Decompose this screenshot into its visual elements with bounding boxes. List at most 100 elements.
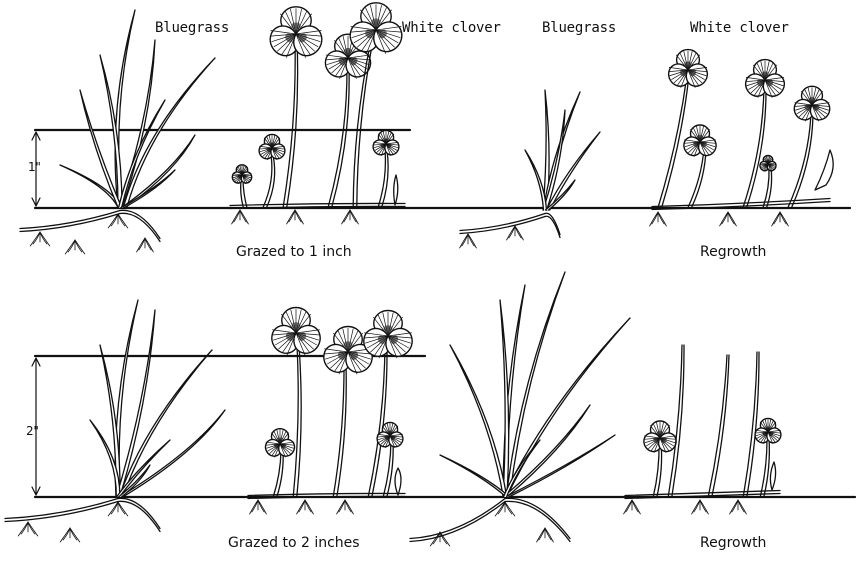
grass-blade bbox=[119, 350, 212, 497]
root bbox=[652, 212, 658, 224]
root bbox=[63, 528, 70, 540]
root bbox=[40, 232, 50, 246]
root bbox=[720, 212, 728, 226]
root bbox=[118, 502, 128, 516]
root bbox=[515, 226, 523, 240]
clover-leaf bbox=[256, 134, 287, 161]
clover-stalk bbox=[333, 365, 344, 497]
root bbox=[287, 210, 295, 224]
clover-bud bbox=[395, 468, 401, 495]
leaflet-shade bbox=[344, 48, 352, 54]
root bbox=[738, 500, 746, 514]
root bbox=[700, 500, 708, 514]
measure-label-1-inch: 1" bbox=[28, 160, 41, 174]
root bbox=[507, 226, 515, 240]
label-bluegrass-top-right: Bluegrass bbox=[542, 20, 616, 36]
root bbox=[137, 238, 145, 252]
grass-blade bbox=[506, 272, 565, 497]
root bbox=[509, 226, 515, 238]
grass-blade bbox=[123, 58, 215, 208]
clover-stalk bbox=[743, 85, 764, 207]
clover-stolon bbox=[248, 493, 405, 495]
root bbox=[626, 500, 632, 512]
clover-stalk bbox=[658, 75, 687, 207]
clover-new-leaf bbox=[815, 150, 833, 190]
bluegrass-rhizome bbox=[118, 501, 160, 531]
root bbox=[68, 240, 75, 252]
clover-leaf bbox=[681, 125, 720, 159]
root bbox=[305, 500, 313, 514]
root bbox=[258, 500, 266, 514]
root bbox=[65, 240, 75, 254]
leaflet-shade bbox=[292, 322, 301, 329]
caption-grazed-1-inch: Grazed to 1 inch bbox=[236, 244, 352, 260]
root bbox=[232, 210, 240, 224]
root bbox=[539, 528, 545, 540]
root bbox=[297, 500, 305, 514]
root bbox=[342, 210, 350, 224]
root bbox=[728, 212, 736, 226]
bluegrass-rhizome bbox=[410, 499, 505, 539]
root bbox=[505, 502, 515, 516]
root bbox=[18, 522, 28, 536]
clover-stalk bbox=[293, 345, 298, 497]
clover-bud bbox=[770, 462, 775, 490]
root bbox=[345, 500, 353, 514]
grass-blade bbox=[525, 150, 547, 210]
root bbox=[30, 232, 40, 246]
clover-stalk bbox=[287, 40, 298, 207]
label-white-clover-top-right: White clover bbox=[690, 20, 789, 36]
root bbox=[295, 210, 303, 224]
root bbox=[21, 522, 28, 534]
leaflet-shade bbox=[371, 18, 381, 25]
root bbox=[780, 212, 788, 226]
root bbox=[145, 238, 153, 252]
leaflet-shade bbox=[809, 97, 816, 102]
root bbox=[694, 500, 700, 512]
clover-stalk bbox=[383, 440, 391, 497]
root bbox=[460, 234, 468, 248]
root bbox=[75, 240, 85, 254]
leaflet-shade bbox=[344, 341, 353, 348]
caption-regrowth-top: Regrowth bbox=[700, 244, 766, 260]
root bbox=[774, 212, 780, 224]
root bbox=[339, 500, 345, 512]
clover-leaf-small bbox=[230, 165, 253, 185]
leaflet-shade bbox=[384, 325, 393, 332]
root bbox=[28, 522, 38, 536]
root bbox=[772, 212, 780, 226]
root bbox=[350, 210, 358, 224]
caption-regrowth-bottom: Regrowth bbox=[700, 535, 766, 551]
root bbox=[33, 232, 40, 244]
root bbox=[70, 528, 80, 542]
clover-leaf bbox=[374, 422, 405, 449]
clover-leaf-small bbox=[758, 156, 777, 173]
root bbox=[730, 500, 738, 514]
root bbox=[252, 500, 258, 512]
bluegrass-rhizome bbox=[120, 213, 160, 241]
root bbox=[250, 500, 258, 514]
root bbox=[118, 214, 128, 228]
clover-leaf-large bbox=[267, 308, 325, 359]
clover-leaf bbox=[370, 130, 401, 157]
label-bluegrass-top-left: Bluegrass bbox=[155, 20, 229, 36]
caption-grazed-2-inches: Grazed to 2 inches bbox=[228, 535, 360, 551]
root bbox=[60, 528, 70, 542]
root bbox=[732, 500, 738, 512]
root bbox=[722, 212, 728, 224]
clover-leaf bbox=[262, 429, 297, 459]
leaflet-shade bbox=[761, 71, 768, 76]
clover-stalk bbox=[283, 40, 295, 207]
clover-stalk bbox=[243, 180, 247, 207]
leaflet-shade bbox=[684, 61, 691, 66]
clover-leaf bbox=[641, 421, 680, 455]
clover-leaf bbox=[752, 418, 783, 445]
clover-leaf-large bbox=[265, 7, 327, 61]
root bbox=[658, 212, 666, 226]
clover-stalk bbox=[277, 450, 283, 497]
root bbox=[337, 500, 345, 514]
root bbox=[240, 210, 248, 224]
root bbox=[650, 212, 658, 226]
